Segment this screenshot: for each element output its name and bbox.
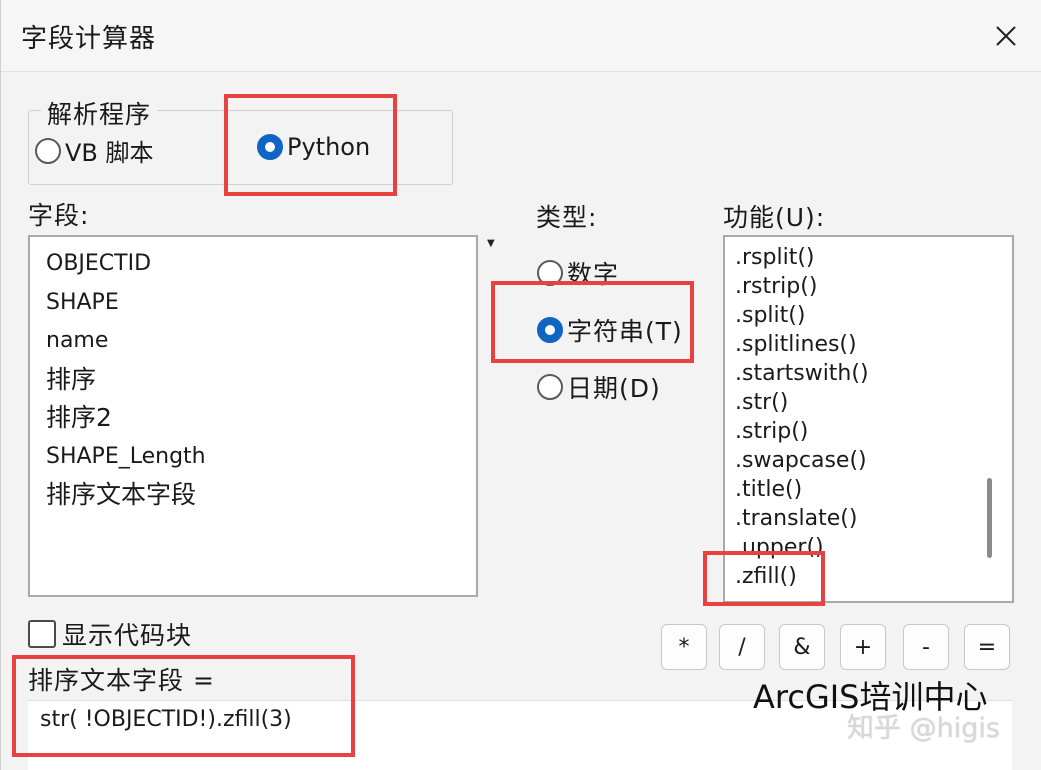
list-item[interactable]: .upper() <box>735 535 824 560</box>
radio-date[interactable]: 日期(D) <box>537 369 661 405</box>
list-item[interactable]: .zfill() <box>735 564 797 589</box>
dialog-title: 字段计算器 <box>21 24 157 54</box>
divide-button[interactable]: / <box>719 624 765 670</box>
list-item[interactable]: .swapcase() <box>735 448 867 473</box>
list-item[interactable]: SHAPE_Length <box>46 443 206 469</box>
type-label: 类型: <box>536 203 598 232</box>
close-icon <box>996 26 1016 46</box>
list-item[interactable]: SHAPE <box>46 289 119 315</box>
radio-date-label: 日期(D) <box>567 374 661 403</box>
radio-circle-icon <box>537 260 563 286</box>
list-item[interactable]: OBJECTID <box>46 251 152 276</box>
list-item[interactable]: .startswith() <box>735 361 869 386</box>
fields-listbox[interactable]: OBJECTID SHAPE name 排序 排序2 SHAPE_Length … <box>28 235 478 597</box>
list-item[interactable]: 排序文本字段 <box>46 480 197 509</box>
radio-number[interactable]: 数字 <box>537 255 619 291</box>
radio-python-label: Python <box>287 133 371 161</box>
list-item[interactable]: 排序2 <box>46 403 112 432</box>
radio-circle-icon <box>537 374 563 400</box>
functions-label: 功能(U): <box>723 203 826 232</box>
fields-label: 字段: <box>28 201 90 230</box>
equals-button[interactable]: = <box>964 624 1010 670</box>
watermark-title: ArcGIS培训中心 <box>753 678 988 716</box>
expression-label: 排序文本字段 = <box>28 666 215 695</box>
radio-python[interactable]: Python <box>257 133 370 161</box>
list-item[interactable]: .splitlines() <box>735 332 857 357</box>
checkbox-icon <box>28 620 56 648</box>
plus-button[interactable]: + <box>840 624 886 670</box>
list-item[interactable]: .rstrip() <box>735 274 818 299</box>
ampersand-button[interactable]: & <box>779 624 825 670</box>
title-bar: 字段计算器 <box>1 0 1041 72</box>
expression-input[interactable]: str( !OBJECTID!).zfill(3) <box>28 700 1012 770</box>
list-item[interactable]: .rsplit() <box>735 245 815 270</box>
show-codeblock-label: 显示代码块 <box>62 621 193 650</box>
list-item[interactable]: .strip() <box>735 419 809 444</box>
radio-vb-script-label: VB 脚本 <box>65 139 154 167</box>
radio-number-label: 数字 <box>567 260 620 289</box>
list-item[interactable]: name <box>46 328 109 353</box>
list-item[interactable]: .title() <box>735 477 803 502</box>
parser-group-label: 解析程序 <box>41 95 158 131</box>
functions-listbox[interactable]: .rsplit() .rstrip() .split() .splitlines… <box>723 235 1014 603</box>
expression-text: str( !OBJECTID!).zfill(3) <box>40 707 292 732</box>
radio-selected-icon <box>257 134 283 160</box>
radio-circle-icon <box>35 137 61 164</box>
list-item[interactable]: .str() <box>735 390 789 415</box>
functions-scrollbar[interactable] <box>987 478 992 558</box>
parser-groupbox <box>28 110 453 185</box>
radio-string[interactable]: 字符串(T) <box>537 312 683 348</box>
watermark-sub: 知乎 @higis <box>847 713 1000 744</box>
list-item[interactable]: .split() <box>735 303 806 328</box>
list-item[interactable]: .translate() <box>735 506 858 531</box>
close-button[interactable] <box>984 14 1028 58</box>
show-codeblock-checkbox[interactable]: 显示代码块 <box>28 616 192 652</box>
multiply-button[interactable]: * <box>661 624 707 670</box>
minus-button[interactable]: - <box>903 624 949 670</box>
list-item[interactable]: 排序 <box>46 364 97 394</box>
sort-dropdown-icon[interactable]: ▼ <box>487 238 495 249</box>
radio-vb-script[interactable]: VB 脚本 <box>35 133 154 168</box>
radio-string-label: 字符串(T) <box>567 317 683 346</box>
radio-selected-icon <box>537 317 563 343</box>
